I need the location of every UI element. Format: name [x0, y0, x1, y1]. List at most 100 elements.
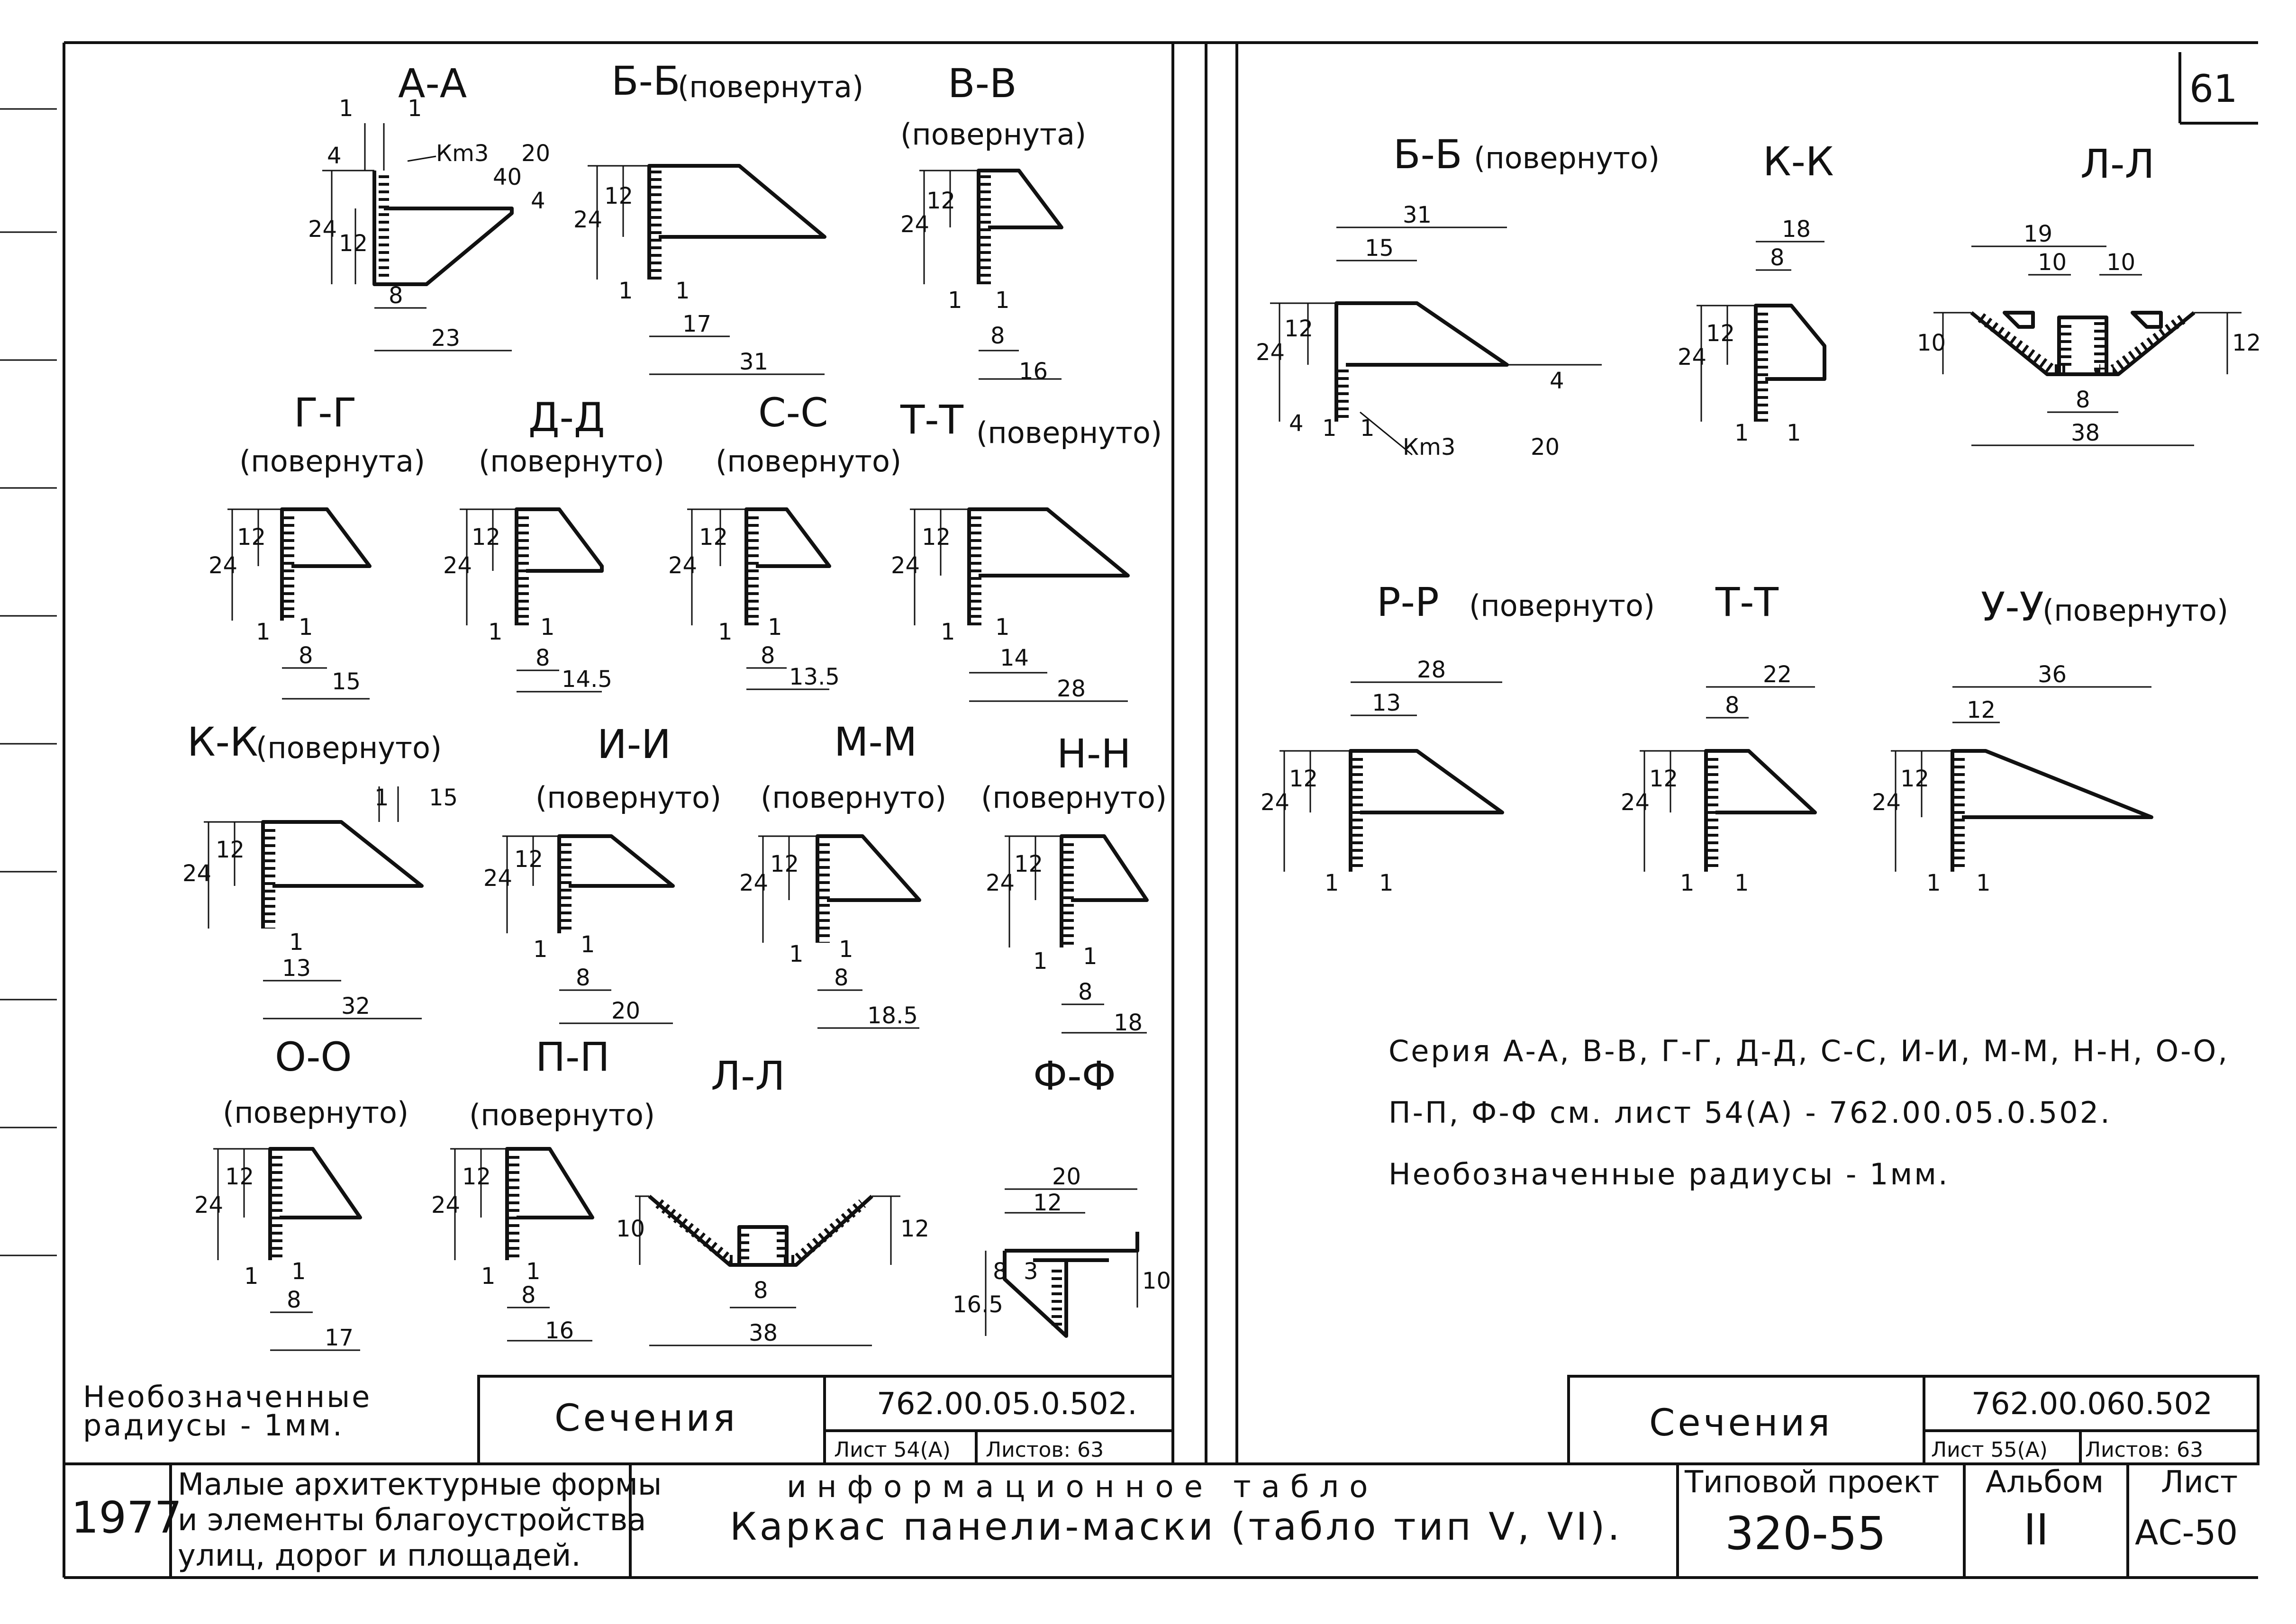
dim-text: 1	[1033, 948, 1048, 974]
section-ll: Л-Л 10 12 8 38	[616, 1053, 929, 1346]
dim-text: 1	[339, 95, 354, 122]
dim-text: 1	[526, 1258, 541, 1285]
section-title: О-О	[275, 1034, 352, 1080]
dim-text: 18	[1782, 216, 1811, 243]
section-title: Л-Л	[711, 1053, 785, 1099]
section-ss: С-С (повернуто) 24 12 1 1 8 13.5	[668, 389, 901, 690]
dim-text: 1	[618, 278, 633, 304]
dim-text: 24	[573, 207, 602, 233]
dim-text: 24	[739, 870, 768, 896]
dim-text: 8	[1770, 244, 1785, 271]
dim-text: 28	[1417, 657, 1446, 683]
dim-text: 12	[1900, 766, 1929, 792]
dim-text: 20	[1052, 1164, 1081, 1190]
project-line: Малые архитектурные формы	[178, 1467, 662, 1502]
dim-text: 1	[408, 95, 422, 122]
stamp-title: Сечения	[1649, 1402, 1833, 1444]
dim-text: 15	[429, 785, 458, 811]
dim-text: 12	[1284, 316, 1313, 342]
section-kk2: К-К 18 8 24 12 1 1	[1678, 138, 1834, 446]
dim-text: 1	[789, 941, 804, 967]
section-pp: П-П (повернуто) 24 12 1 1 8 16	[431, 1034, 655, 1344]
section-aa: А-А 1 1 4 Кm3 40 20 4 24 12 8 23	[308, 60, 550, 352]
dim-text: 4	[1289, 410, 1304, 437]
section-nn: Н-Н (повернуто) 24 12 1 1 8 18	[981, 731, 1167, 1036]
dim-text: 20	[611, 998, 640, 1024]
dim-text: 1	[299, 614, 313, 641]
dim-text: 24	[308, 216, 337, 243]
dim-text: 12	[216, 837, 245, 863]
dim-text: 1	[941, 619, 955, 645]
section-uu2: У-У (повернуто) 36 12 24 12 1 1	[1872, 584, 2228, 896]
dim-text: 12	[2232, 330, 2261, 356]
dim-text: 12	[1033, 1190, 1062, 1216]
dim-text: 1	[995, 614, 1010, 641]
dim-text: 1	[374, 785, 389, 811]
dim-text: 1	[1325, 870, 1339, 896]
dim-text: 1	[244, 1263, 259, 1290]
dim-text: 31	[1403, 202, 1432, 228]
dim-text: Кm3	[436, 140, 489, 167]
dim-text: 12	[462, 1164, 491, 1190]
dim-text: 24	[443, 552, 472, 579]
dim-text: 10	[2106, 249, 2135, 276]
section-subtitle: (повернута)	[678, 70, 863, 104]
dim-text: 8	[521, 1282, 536, 1308]
dim-text: 1	[948, 287, 962, 314]
stamp-code: 762.00.060.502	[1971, 1387, 2213, 1422]
dim-text: 18	[1114, 1010, 1143, 1036]
dim-text: 8	[761, 642, 775, 669]
section-subtitle: (повернуто)	[256, 731, 442, 765]
note-line: радиусы - 1мм.	[83, 1408, 344, 1443]
dim-text: 12	[1967, 697, 1996, 723]
section-subtitle: (повернуто)	[1474, 141, 1660, 175]
section-title: Ф-Ф	[1033, 1053, 1116, 1099]
dim-text: 19	[2024, 221, 2052, 247]
dim-text: 8	[576, 965, 590, 991]
dim-text: 24	[1872, 789, 1901, 816]
dim-text: 24	[1621, 789, 1650, 816]
section-tt: Т-Т (повернуто) 24 12 1 1 14 28	[891, 397, 1162, 702]
section-bb: Б-Б (повернута) 12 24 1 1 17 31	[573, 58, 863, 375]
dim-text: 24	[900, 211, 929, 238]
stamp-sheet: Лист 54(А)	[834, 1438, 951, 1462]
dim-text: 20	[1531, 434, 1560, 460]
dim-text: 38	[2071, 420, 2100, 446]
stamp-title: Сечения	[554, 1397, 738, 1440]
dim-text: 31	[739, 349, 768, 375]
dim-text: 28	[1057, 676, 1086, 702]
section-title: В-В	[948, 60, 1017, 107]
section-tt2: Т-Т 22 8 24 12 1 1	[1621, 579, 1817, 896]
section-title: Г-Г	[294, 389, 357, 436]
info-line: Каркас панели-маски (табло тип V, VI).	[730, 1505, 1623, 1549]
dim-text: 8	[753, 1277, 768, 1304]
dim-text: 8	[287, 1287, 301, 1313]
section-vv: В-В (повернута) 12 24 1 1 8 16	[900, 60, 1086, 385]
project-line: улиц, дорог и площадей.	[178, 1538, 581, 1573]
dim-text: 4	[1550, 368, 1564, 394]
section-subtitle: (повернуто)	[535, 780, 721, 815]
section-title: Б-Б	[1393, 131, 1462, 178]
dim-text: 8	[834, 965, 849, 991]
dim-text: 24	[483, 865, 512, 892]
dim-text: 4	[531, 188, 545, 214]
section-title: Л-Л	[2080, 141, 2155, 187]
dim-text: 16	[1019, 358, 1048, 385]
dim-text: 1	[839, 936, 853, 963]
dim-text: 12	[225, 1164, 254, 1190]
section-gg: Г-Г (повернута) 24 12 1 1 8 15	[209, 389, 425, 700]
note-line: Необозначенные	[83, 1380, 372, 1414]
sheet-number: 61	[2189, 67, 2238, 111]
dim-text: 8	[299, 642, 313, 669]
dim-text: 40	[493, 164, 522, 190]
dim-text: 1	[1926, 870, 1941, 896]
dim-text: 12	[237, 524, 266, 550]
dim-text: 14	[1000, 645, 1029, 671]
dim-text: 12	[1649, 766, 1678, 792]
dim-text: 22	[1763, 661, 1792, 688]
section-subtitle: (повернута)	[239, 444, 425, 478]
sheet-value: АС-50	[2135, 1513, 2238, 1552]
section-bb2: Б-Б (повернуто) 31 15 24 12 4 4 1 1 Кm3 …	[1256, 131, 1660, 460]
dim-text: 10	[1917, 330, 1946, 356]
section-title: У-У	[1981, 584, 2044, 630]
